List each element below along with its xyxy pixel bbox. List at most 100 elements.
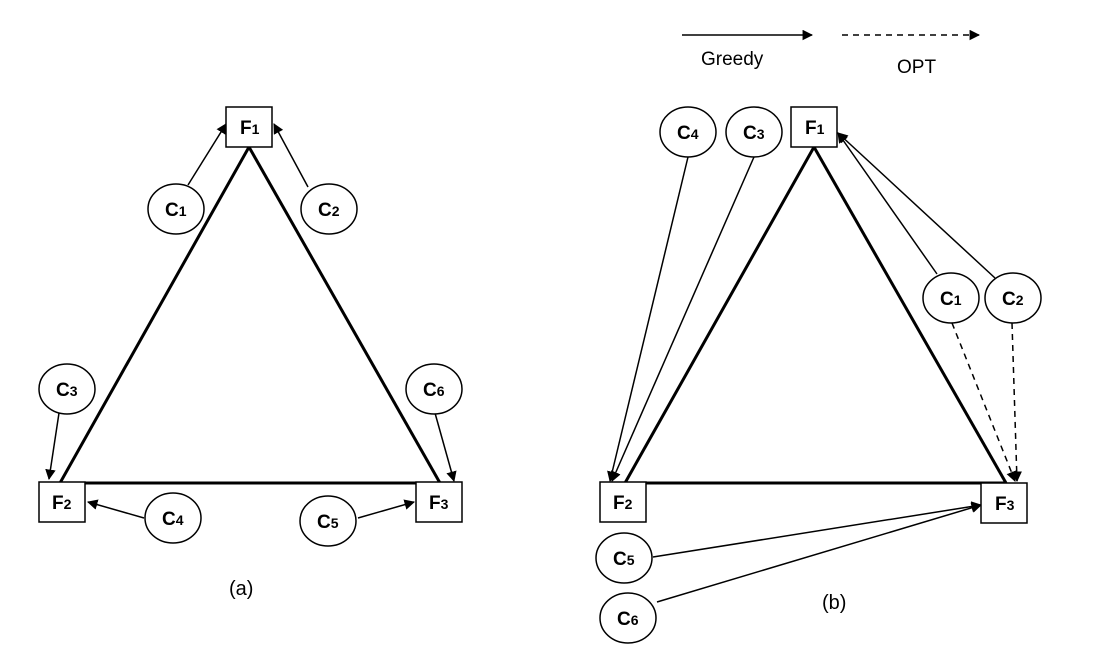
client-c1-b: C1 [922,272,980,324]
edge-f1-f2-a [58,146,251,484]
facility-f2-a-letter: F [52,493,64,514]
triangle-edges-a [58,146,442,485]
svg-text:F2: F2 [613,493,633,514]
arrow-c4-f2-b [607,156,689,483]
client-c4-a-sub: 4 [176,512,184,528]
arrow-c4-f2-a [86,499,145,519]
caption-a: (a) [229,578,253,600]
svg-text:C4: C4 [677,123,699,144]
svg-text:C2: C2 [1002,289,1024,310]
client-c3-b: C3 [725,106,783,158]
arrow-c6-f3-b [656,502,983,603]
client-c2-b-sub: 2 [1016,292,1024,308]
facility-f1-a: F1 [225,106,273,148]
client-c2-a: C2 [300,183,358,235]
client-c4-a-letter: C [162,509,176,530]
legend-opt-label: OPT [897,57,936,78]
client-c5-b: C5 [595,532,653,584]
arrow-c5-f3-b [652,501,983,558]
client-c2-b-letter: C [1002,289,1016,310]
svg-text:F1: F1 [240,118,260,139]
caption-b: (b) [822,592,846,614]
client-c4-b-letter: C [677,123,691,144]
client-c1-b-letter: C [940,289,954,310]
triangle-edges-b [623,146,1008,485]
client-c5-a-sub: 5 [331,515,339,531]
facility-f3-a-sub: 3 [441,496,449,512]
facility-f3-a-letter: F [429,493,441,514]
client-c6-b-letter: C [617,609,631,630]
client-c3-a-sub: 3 [70,383,78,399]
client-c6-a: C6 [405,363,463,415]
arrow-c2-f1-b [837,132,996,279]
opt-arrow-c2-f3-b [1011,322,1022,483]
svg-text:C3: C3 [743,123,765,144]
facility-f2-b-sub: 2 [625,496,633,512]
arrow-c1-f1-a [187,123,227,186]
svg-text:C5: C5 [317,512,339,533]
legend-greedy-label: Greedy [701,49,764,70]
arrow-c5-f3-a [357,499,416,519]
svg-text:F3: F3 [995,494,1015,515]
facility-f2-a-sub: 2 [64,496,72,512]
client-c5-b-sub: 5 [627,552,635,568]
client-c1-a: C1 [147,183,205,235]
assignment-arrows-a [45,123,457,519]
panel-a: F1 F2 F3 C1 C2 C3 C4 C5 [38,106,463,600]
client-c4-a: C4 [144,492,202,544]
client-c6-b-sub: 6 [631,612,639,628]
facility-f3-a: F3 [415,481,463,523]
svg-text:C1: C1 [940,289,962,310]
svg-text:C4: C4 [162,509,184,530]
edge-f1-f2-b [623,146,816,484]
client-c6-a-letter: C [423,380,437,401]
facility-f1-b: F1 [790,106,838,148]
client-c6-a-sub: 6 [437,383,445,399]
client-c3-b-letter: C [743,123,757,144]
facility-f2-a: F2 [38,481,86,523]
client-c3-b-sub: 3 [757,126,765,142]
facility-f2-b: F2 [599,481,647,523]
client-c4-b: C4 [659,106,717,158]
svg-text:C3: C3 [56,380,78,401]
greedy-arrows-b [607,132,996,603]
svg-text:C5: C5 [613,549,635,570]
opt-arrows-b [951,322,1022,483]
svg-text:C1: C1 [165,200,187,221]
client-c5-a: C5 [299,495,357,547]
client-c2-a-letter: C [318,200,332,221]
client-c3-a: C3 [38,363,96,415]
svg-text:F2: F2 [52,493,72,514]
arrow-c1-f1-b [837,132,938,275]
svg-text:C6: C6 [617,609,639,630]
facility-f1-a-sub: 1 [252,121,260,137]
client-c5-b-letter: C [613,549,627,570]
facility-f1-a-letter: F [240,118,252,139]
panel-b: Greedy OPT F1 [595,29,1042,644]
arrow-c6-f3-a [434,412,457,483]
client-c2-a-sub: 2 [332,203,340,219]
edge-f1-f3-a [247,146,442,484]
svg-text:C6: C6 [423,380,445,401]
edge-f1-f3-b [812,146,1008,484]
facility-f3-b-letter: F [995,494,1007,515]
facility-f1-b-sub: 1 [817,121,825,137]
legend: Greedy OPT [682,29,981,78]
client-c1-a-sub: 1 [179,203,187,219]
arrow-c2-f1-a [273,123,309,188]
facility-f3-b-sub: 3 [1007,497,1015,513]
client-c4-b-sub: 4 [691,126,699,142]
arrow-c3-f2-b [610,156,755,482]
facility-f2-b-letter: F [613,493,625,514]
svg-text:F1: F1 [805,118,825,139]
opt-arrow-c1-f3-b [951,322,1017,482]
client-c3-a-letter: C [56,380,70,401]
client-c5-a-letter: C [317,512,331,533]
client-c1-a-letter: C [165,200,179,221]
client-c2-b: C2 [984,272,1042,324]
facility-f3-b: F3 [980,482,1028,524]
client-c6-b: C6 [599,592,657,644]
svg-text:C2: C2 [318,200,340,221]
facility-f1-b-letter: F [805,118,817,139]
